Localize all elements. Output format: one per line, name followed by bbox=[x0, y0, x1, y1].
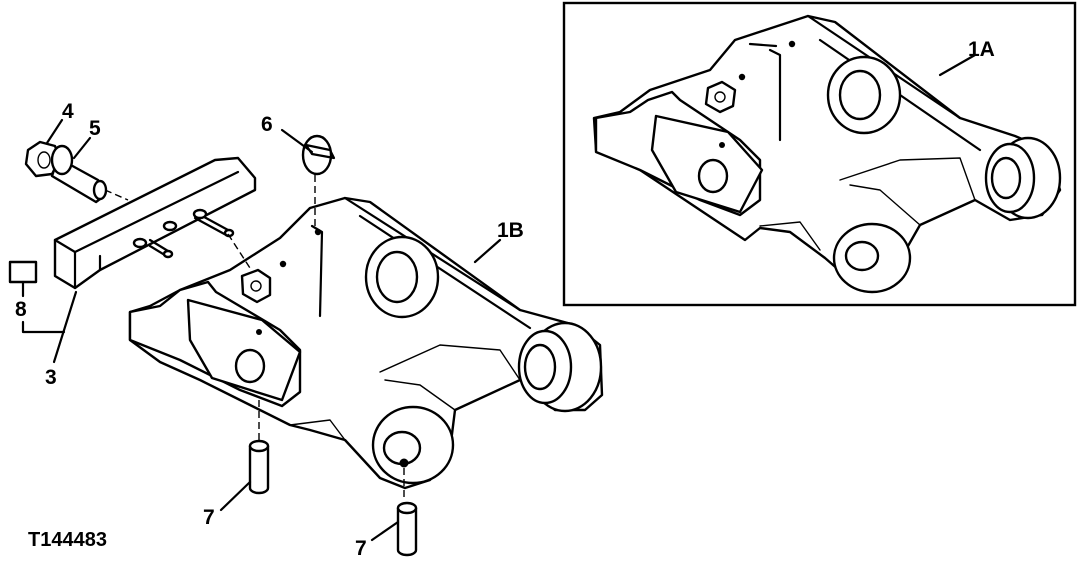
callout-4: 4 bbox=[45, 100, 74, 145]
alignment-line-stud bbox=[227, 233, 251, 269]
callout-3: 3 bbox=[45, 290, 78, 389]
pin-7-right bbox=[396, 501, 418, 557]
wear-block-body bbox=[53, 156, 257, 290]
callout-1A: 1A bbox=[938, 38, 995, 77]
callout-7-right-label: 7 bbox=[355, 537, 367, 560]
callout-1A-label: 1A bbox=[968, 38, 995, 61]
callout-6-label: 6 bbox=[261, 113, 273, 136]
main-nut bbox=[240, 268, 272, 304]
callout-1B-label: 1B bbox=[497, 219, 524, 242]
callout-7-left: 7 bbox=[203, 480, 252, 529]
callout-7-left-label: 7 bbox=[203, 506, 215, 529]
pin-7-left bbox=[248, 439, 270, 495]
kit-symbol bbox=[8, 260, 38, 284]
inset-nut bbox=[704, 80, 737, 114]
inset-frame-assembly bbox=[592, 14, 1062, 294]
inset-frame bbox=[562, 1, 1077, 307]
wear-block bbox=[53, 156, 257, 290]
alignment-line-bolt bbox=[104, 189, 129, 201]
callout-4-label: 4 bbox=[62, 100, 74, 123]
lock-pin bbox=[301, 134, 336, 176]
callout-3-label: 3 bbox=[45, 366, 57, 389]
bolt bbox=[50, 144, 108, 204]
callout-5: 5 bbox=[72, 117, 101, 160]
figure-id: T144483 bbox=[28, 529, 107, 551]
callout-8: 8 bbox=[15, 280, 66, 334]
main-frame-assembly bbox=[128, 196, 604, 490]
main-pin-block bbox=[186, 298, 302, 402]
callout-1B: 1B bbox=[473, 219, 524, 264]
callout-5-label: 5 bbox=[89, 117, 101, 140]
callout-6: 6 bbox=[261, 113, 314, 154]
callout-8-label: 8 bbox=[15, 298, 27, 321]
callout-7-right: 7 bbox=[355, 520, 400, 560]
kit-box-icon bbox=[8, 260, 38, 284]
